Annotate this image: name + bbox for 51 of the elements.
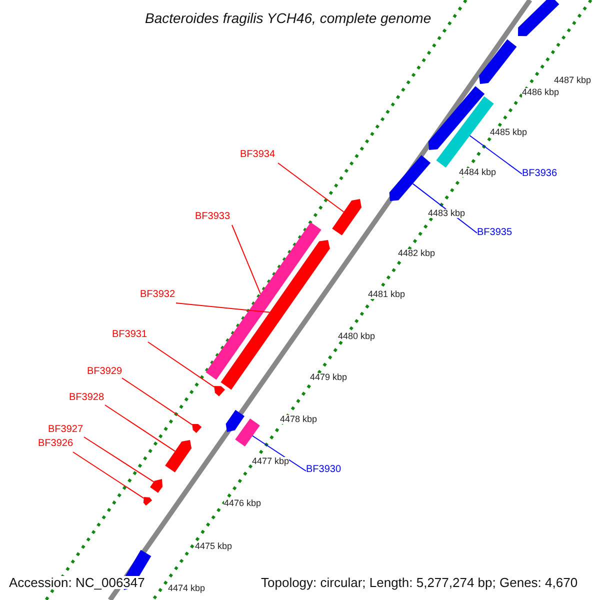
tick-label: 4486 kbp [522,88,560,97]
gene-feature [143,497,152,506]
tick-label: 4476 kbp [224,499,262,508]
gene-feature [332,199,362,236]
leader-line [122,378,193,426]
gene-feature [150,479,162,493]
gene-label: BF3927 [48,425,84,435]
gene-feature [214,386,225,396]
tick-label: 4479 kbp [310,373,348,382]
leader-line [72,452,144,499]
tick-label: 4484 kbp [459,168,496,177]
leader-line [232,224,261,294]
tick-label: 4478 kbp [280,415,318,424]
leader-line [176,302,270,313]
gene-label: BF3926 [38,439,74,449]
leader-line [104,404,176,452]
gene-label: BF3933 [195,212,230,222]
tick-label: 4485 kbp [490,128,528,137]
gene-label: BF3936 [522,169,558,179]
gene-label: BF3928 [69,393,104,403]
leader-line [252,435,306,472]
gene-feature [479,39,517,84]
gene-feature [192,424,202,433]
leader-line [148,342,215,388]
tick-label: 4474 kbp [168,584,206,593]
gene-label: BF3934 [240,150,276,160]
tick-label: 4477 kbp [252,457,290,466]
gene-feature [428,86,485,150]
gene-feature [518,0,560,36]
leader-line [469,135,522,174]
gene-feature [389,155,431,201]
gene-feature [165,440,192,472]
gene-label: BF3931 [112,330,148,340]
genome-info-text: Topology: circular; Length: 5,277,274 bp; Genes: 4,670 [261,576,578,589]
tick-label: 4475 kbp [195,542,232,551]
gene-label: BF3935 [477,228,512,238]
leader-line [278,162,344,212]
map-title: Bacteroides fragilis YCH46, complete genome [145,11,432,25]
tick-label: 4483 kbp [428,209,466,218]
gene-label: BF3929 [87,367,122,377]
tick-label: 4480 kbp [338,332,376,341]
gene-feature [235,418,260,446]
tick-label: 4487 kbp [554,76,592,85]
tick-label: 4482 kbp [398,249,436,258]
gene-label: BF3932 [140,290,176,300]
accession-text: Accession: NC_006347 [9,576,145,589]
gene-feature [226,410,244,432]
leader-line [84,436,154,482]
tick-label: 4481 kbp [368,290,406,299]
gene-label: BF3930 [306,465,342,475]
gene-feature [220,240,330,390]
